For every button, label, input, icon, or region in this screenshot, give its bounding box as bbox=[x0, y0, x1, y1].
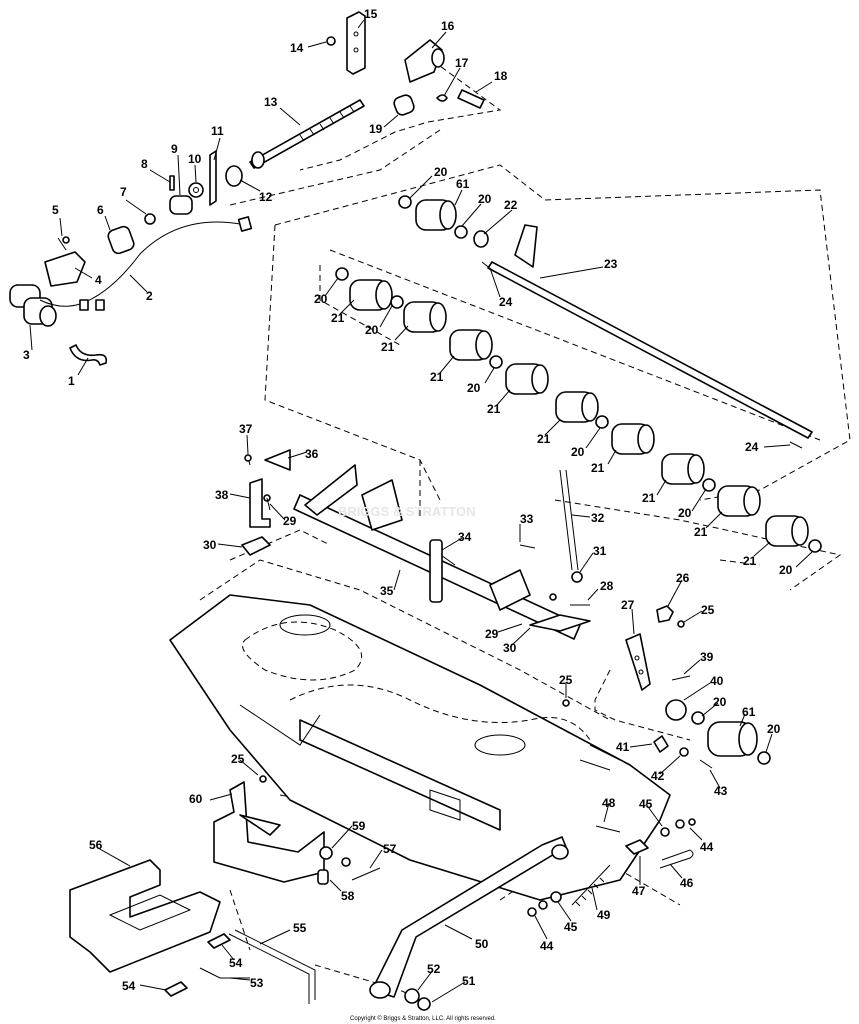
callout-20j: 20 bbox=[767, 722, 781, 736]
actuator-assembly bbox=[9, 11, 485, 366]
callout-31: 31 bbox=[593, 544, 607, 558]
callout-56: 56 bbox=[89, 838, 103, 852]
callout-38: 38 bbox=[215, 488, 229, 502]
callout-30b: 30 bbox=[503, 641, 517, 655]
callout-4: 4 bbox=[95, 273, 102, 287]
callout-23: 23 bbox=[604, 257, 618, 271]
callout-44b: 44 bbox=[540, 939, 554, 953]
callout-46: 46 bbox=[680, 876, 694, 890]
callout-1: 1 bbox=[68, 374, 75, 388]
callout-26: 26 bbox=[676, 571, 690, 585]
callout-21i: 21 bbox=[743, 554, 757, 568]
callout-2: 2 bbox=[146, 289, 153, 303]
callout-21d: 21 bbox=[487, 402, 501, 416]
callout-37: 37 bbox=[239, 422, 253, 436]
callout-40: 40 bbox=[710, 674, 724, 688]
callout-5: 5 bbox=[52, 203, 59, 217]
callout-20f: 20 bbox=[571, 445, 585, 459]
callout-labels: 1 2 3 4 5 6 7 8 9 10 11 12 13 14 15 16 1… bbox=[23, 7, 793, 993]
callout-27: 27 bbox=[621, 598, 635, 612]
callout-20b: 20 bbox=[478, 192, 492, 206]
callout-52: 52 bbox=[427, 962, 441, 976]
callout-21a: 21 bbox=[331, 311, 345, 325]
callout-60: 60 bbox=[189, 792, 203, 806]
callout-12: 12 bbox=[259, 190, 273, 204]
callout-51: 51 bbox=[462, 974, 476, 988]
callout-21e: 21 bbox=[537, 432, 551, 446]
lift-assembly bbox=[69, 781, 696, 1011]
callout-13: 13 bbox=[264, 95, 278, 109]
gauge-wheel-assembly bbox=[259, 605, 771, 783]
leader-lines bbox=[29, 19, 813, 1003]
callout-17: 17 bbox=[455, 56, 469, 70]
callout-9: 9 bbox=[171, 142, 178, 156]
watermark-text: BRIGGS & STRATTON bbox=[338, 504, 475, 519]
callout-6: 6 bbox=[97, 203, 104, 217]
callout-25b: 25 bbox=[559, 673, 573, 687]
callout-61a: 61 bbox=[456, 177, 470, 191]
callout-54b: 54 bbox=[122, 979, 136, 993]
callout-33: 33 bbox=[520, 512, 534, 526]
hanger-assembly bbox=[241, 449, 591, 640]
callout-20a: 20 bbox=[434, 165, 448, 179]
callout-47: 47 bbox=[632, 884, 646, 898]
copyright-notice: Copyright © Briggs & Stratton, LLC. All … bbox=[350, 1015, 496, 1022]
callout-14: 14 bbox=[290, 41, 304, 55]
callout-22: 22 bbox=[504, 198, 518, 212]
callout-18: 18 bbox=[494, 69, 508, 83]
callout-28: 28 bbox=[600, 579, 614, 593]
mower-deck bbox=[169, 559, 671, 901]
callout-49: 49 bbox=[597, 908, 611, 922]
callout-7: 7 bbox=[120, 185, 127, 199]
callout-25a: 25 bbox=[701, 603, 715, 617]
callout-43: 43 bbox=[714, 784, 728, 798]
callout-45a: 45 bbox=[639, 797, 653, 811]
callout-58: 58 bbox=[341, 889, 355, 903]
callout-19: 19 bbox=[369, 122, 383, 136]
callout-20e: 20 bbox=[467, 381, 481, 395]
callout-42: 42 bbox=[651, 769, 665, 783]
callout-21g: 21 bbox=[642, 491, 656, 505]
watermark: BRIGGS & STRATTON bbox=[338, 504, 475, 519]
callout-48: 48 bbox=[602, 796, 616, 810]
callout-20d: 20 bbox=[365, 323, 379, 337]
callout-54a: 54 bbox=[229, 956, 243, 970]
callout-29b: 29 bbox=[485, 627, 499, 641]
callout-55: 55 bbox=[293, 921, 307, 935]
callout-53: 53 bbox=[250, 976, 264, 990]
callout-21c: 21 bbox=[430, 370, 444, 384]
callout-57: 57 bbox=[383, 842, 397, 856]
callout-39: 39 bbox=[700, 650, 714, 664]
callout-35: 35 bbox=[380, 584, 394, 598]
callout-15: 15 bbox=[364, 7, 378, 21]
callout-20c: 20 bbox=[314, 292, 328, 306]
callout-21b: 21 bbox=[381, 340, 395, 354]
callout-24a: 24 bbox=[499, 295, 513, 309]
callout-24b: 24 bbox=[745, 440, 759, 454]
callout-61b: 61 bbox=[742, 705, 756, 719]
callout-32: 32 bbox=[591, 511, 605, 525]
callout-21f: 21 bbox=[591, 461, 605, 475]
callout-59: 59 bbox=[352, 819, 366, 833]
callout-34: 34 bbox=[458, 530, 472, 544]
callout-16: 16 bbox=[441, 19, 455, 33]
callout-44a: 44 bbox=[700, 840, 714, 854]
callout-41: 41 bbox=[616, 740, 630, 754]
callout-20i: 20 bbox=[713, 695, 727, 709]
callout-20g: 20 bbox=[678, 506, 692, 520]
callout-3: 3 bbox=[23, 348, 30, 362]
callout-29a: 29 bbox=[283, 514, 297, 528]
callout-30a: 30 bbox=[203, 538, 217, 552]
callout-36: 36 bbox=[305, 447, 319, 461]
callout-45b: 45 bbox=[564, 920, 578, 934]
callout-8: 8 bbox=[141, 157, 148, 171]
callout-10: 10 bbox=[188, 152, 202, 166]
roller-assembly bbox=[335, 195, 822, 553]
callout-11: 11 bbox=[211, 124, 224, 138]
callout-25c: 25 bbox=[231, 752, 245, 766]
callout-21h: 21 bbox=[694, 525, 708, 539]
callout-20h: 20 bbox=[779, 563, 793, 577]
callout-50: 50 bbox=[475, 937, 489, 951]
